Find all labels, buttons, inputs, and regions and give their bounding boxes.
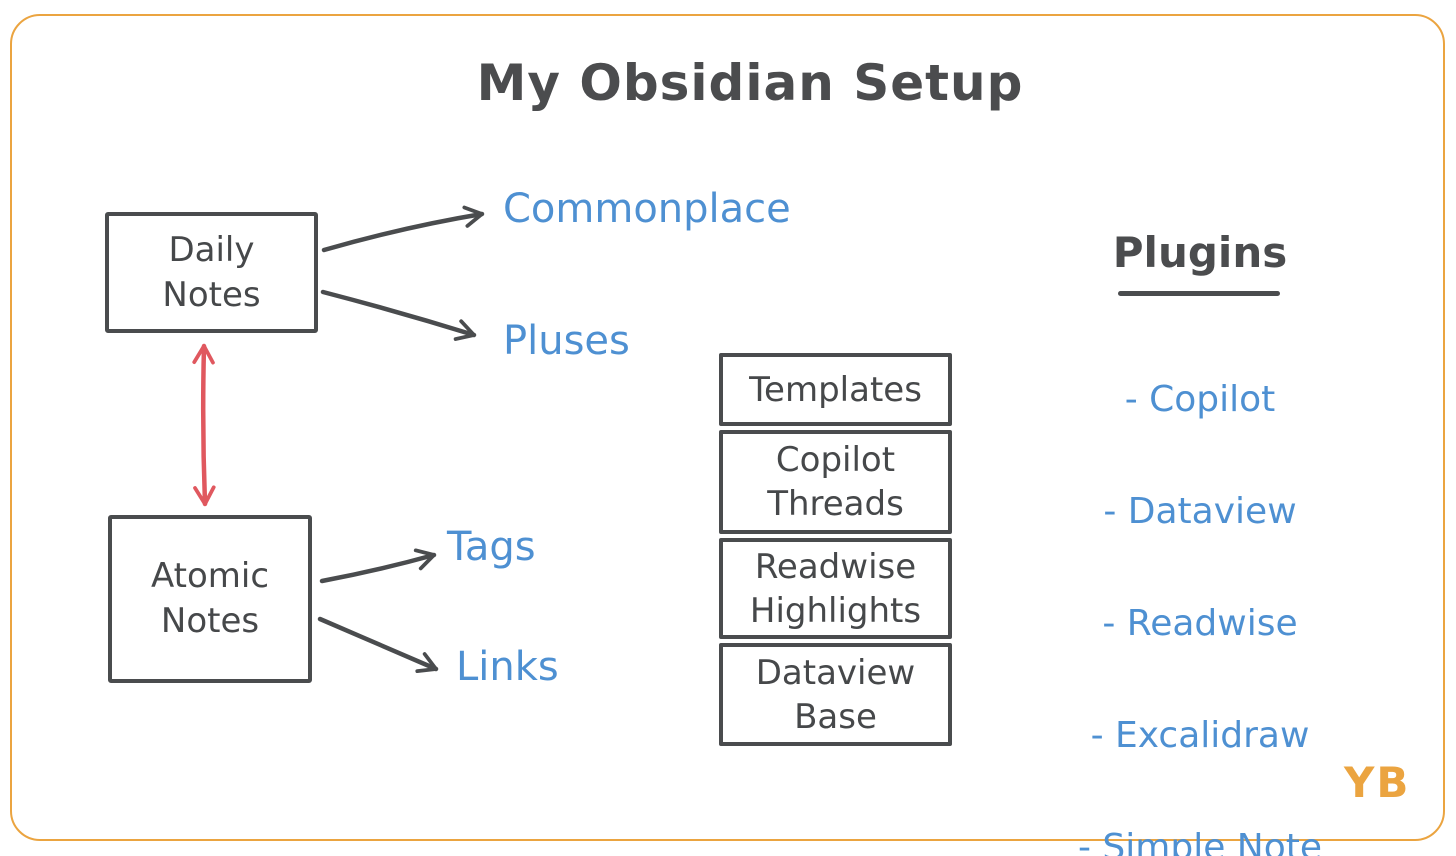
plugins-underline xyxy=(1118,291,1280,296)
plugin-item: - Readwise xyxy=(1064,540,1336,652)
plugin-item-label: - Dataview xyxy=(1103,491,1297,532)
plugins-heading: Plugins xyxy=(1112,228,1288,277)
plugin-item: - Dataview xyxy=(1064,428,1336,540)
atomic-notes-label: Atomic Notes xyxy=(150,556,270,641)
stack-box-label: Copilot Threads xyxy=(767,440,904,524)
stack-box: Readwise Highlights xyxy=(719,538,952,639)
arrow-daily-to-pluses xyxy=(320,289,477,341)
plugin-item-label: - Readwise xyxy=(1102,603,1298,644)
plugin-item-label: - Simple Note Review xyxy=(1077,827,1323,856)
stack-box: Dataview Base xyxy=(719,643,952,746)
stack-box-label: Readwise Highlights xyxy=(749,546,922,631)
plugin-item: - Simple Note Review xyxy=(1064,764,1336,856)
plugin-item: - Excalidraw xyxy=(1064,652,1336,764)
daily-notes-box: Daily Notes xyxy=(105,212,318,333)
pluses-label: Pluses xyxy=(503,318,630,364)
tags-label: Tags xyxy=(447,524,536,570)
arrow-atomic-to-tags xyxy=(319,548,437,584)
atomic-notes-box: Atomic Notes xyxy=(108,515,312,683)
arrow-daily-atomic-bidirectional xyxy=(192,343,216,507)
plugin-item-label: - Excalidraw xyxy=(1090,715,1310,756)
stack-box: Templates xyxy=(719,353,952,426)
plugins-list: - Copilot - Dataview - Readwise - Excali… xyxy=(1064,316,1336,856)
stack-boxes: Templates Copilot Threads Readwise Highl… xyxy=(719,353,952,746)
arrow-daily-to-commonplace xyxy=(321,205,485,253)
plugin-item: - Copilot xyxy=(1064,316,1336,428)
commonplace-label: Commonplace xyxy=(503,186,791,232)
stack-box: Copilot Threads xyxy=(719,430,952,534)
signature: YB xyxy=(1344,758,1411,807)
plugin-item-label: - Copilot xyxy=(1124,379,1276,420)
stack-box-label: Templates xyxy=(749,369,922,410)
diagram-title: My Obsidian Setup xyxy=(476,54,1024,112)
links-label: Links xyxy=(456,644,559,690)
stack-box-label: Dataview Base xyxy=(755,652,916,737)
arrow-atomic-to-links xyxy=(317,616,439,674)
daily-notes-label: Daily Notes xyxy=(162,229,261,315)
